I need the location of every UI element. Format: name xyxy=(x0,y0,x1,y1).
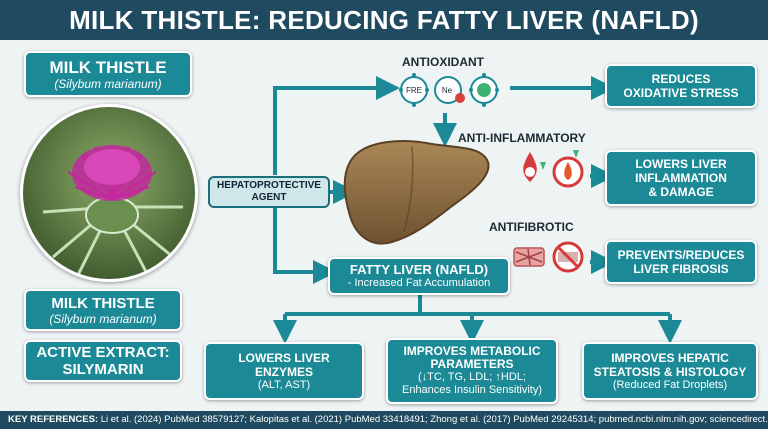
bottom-bus xyxy=(285,294,670,316)
fibrosis-line1: PREVENTS/REDUCES xyxy=(617,248,745,262)
lowers-enzymes-box: LOWERS LIVER ENZYMES (ALT, AST) xyxy=(204,342,364,400)
milk-thistle-bottom-latin: (Silybum marianum) xyxy=(49,311,157,326)
active-extract-line2: SILYMARIN xyxy=(62,361,144,378)
antifibrotic-icons xyxy=(513,241,584,273)
steatosis-detail: (Reduced Fat Droplets) xyxy=(612,378,728,391)
hepatic-steatosis-box: IMPROVES HEPATIC STEATOSIS & HISTOLOGY (… xyxy=(582,342,758,400)
fatty-liver-title: FATTY LIVER (NAFLD) xyxy=(349,262,489,277)
antioxidant-molecule-icons: FRE Ne xyxy=(399,73,499,107)
milk-thistle-bottom-name: MILK THISTLE xyxy=(51,294,155,312)
metabolic-detail1: (↓TC, TG, LDL; ↑HDL; xyxy=(418,371,526,383)
metabolic-line1: IMPROVES METABOLIC xyxy=(403,344,541,358)
fre-text: FRE xyxy=(406,86,422,95)
inflammation-line2: INFLAMMATION xyxy=(635,171,727,185)
page-title: MILK THISTLE: REDUCING FATTY LIVER (NAFL… xyxy=(69,5,699,35)
milk-thistle-top-name: MILK THISTLE xyxy=(49,57,167,77)
fibrosis-line2: LIVER FIBROSIS xyxy=(633,262,729,276)
arrow-to-fatty-liver xyxy=(273,208,337,284)
references-footer: KEY REFERENCES: Li et al. (2024) PubMed … xyxy=(0,411,768,429)
steatosis-line1: IMPROVES HEPATIC xyxy=(611,350,729,365)
lowers-inflammation-box: LOWERS LIVER INFLAMMATION & DAMAGE xyxy=(605,150,757,206)
enzymes-line1: LOWERS LIVER xyxy=(238,350,330,365)
fatty-liver-box: FATTY LIVER (NAFLD) - Increased Fat Accu… xyxy=(328,257,510,295)
prevents-fibrosis-box: PREVENTS/REDUCES LIVER FIBROSIS xyxy=(605,240,757,284)
liver-illustration xyxy=(343,140,490,245)
references-label: KEY REFERENCES: xyxy=(8,414,99,425)
arrow-to-antioxidant xyxy=(273,76,400,175)
anti-inflammatory-icons xyxy=(523,150,584,188)
references-text: Li et al. (2024) PubMed 38579127; Kalopi… xyxy=(100,414,768,425)
anti-inflammatory-label: ANTI-INFLAMMATORY xyxy=(458,131,586,145)
oxidative-line1: REDUCES xyxy=(651,72,711,86)
active-extract-box: ACTIVE EXTRACT: SILYMARIN xyxy=(24,340,182,382)
reduces-oxidative-stress-box: REDUCES OXIDATIVE STRESS xyxy=(605,64,757,108)
milk-thistle-bottom-box: MILK THISTLE (Silybum marianum) xyxy=(24,289,182,331)
antifibrotic-label: ANTIFIBROTIC xyxy=(489,220,574,234)
metabolic-line2: PARAMETERS xyxy=(430,357,514,371)
metabolic-detail2: Enhances Insulin Sensitivity) xyxy=(401,384,542,396)
title-bar: MILK THISTLE: REDUCING FATTY LIVER (NAFL… xyxy=(0,0,768,40)
milk-thistle-top-box: MILK THISTLE (Silybum marianum) xyxy=(24,51,192,97)
milk-thistle-photo xyxy=(20,104,198,282)
inflammation-line3: & DAMAGE xyxy=(648,185,714,199)
enzymes-line2: ENZYMES xyxy=(254,364,313,379)
metabolic-parameters-box: IMPROVES METABOLIC PARAMETERS (↓TC, TG, … xyxy=(386,338,558,404)
active-extract-line1: ACTIVE EXTRACT: xyxy=(36,344,170,361)
antioxidant-label: ANTIOXIDANT xyxy=(402,55,484,69)
oxidative-line2: OXIDATIVE STRESS xyxy=(623,86,739,100)
hepatoprotective-agent-box: HEPATOPROTECTIVE AGENT xyxy=(208,176,330,208)
fatty-liver-subtitle: - Increased Fat Accumulation xyxy=(347,277,491,289)
steatosis-line2: STEATOSIS & HISTOLOGY xyxy=(593,364,747,379)
enzymes-detail: (ALT, AST) xyxy=(257,378,311,391)
ne-text: Ne xyxy=(442,86,453,95)
inflammation-line1: LOWERS LIVER xyxy=(635,157,727,171)
milk-thistle-top-latin: (Silybum marianum) xyxy=(54,76,162,91)
